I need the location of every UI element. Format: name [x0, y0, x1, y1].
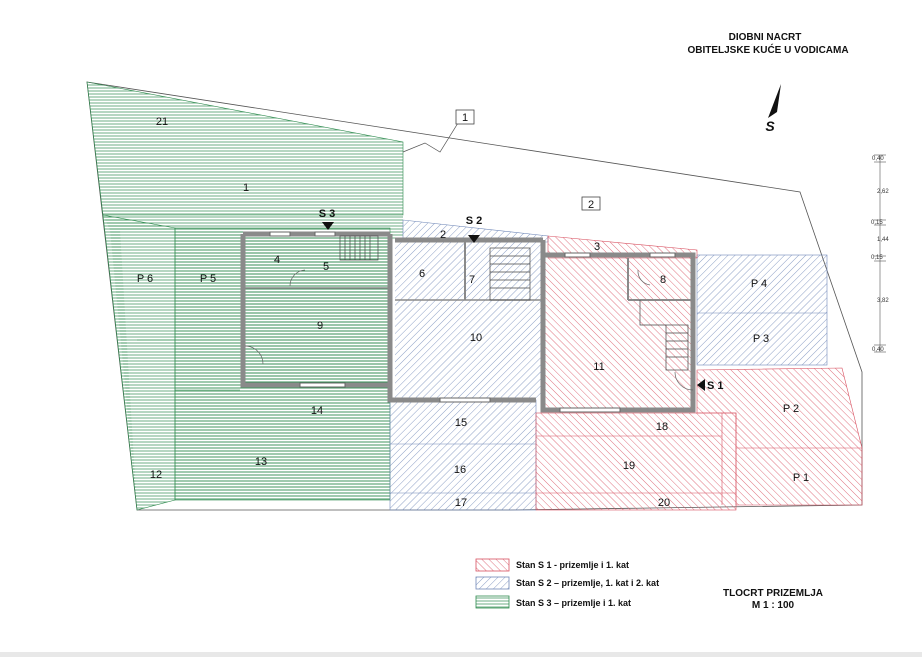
bottom-band	[0, 652, 922, 657]
room-labels: 21 1 2 2 3 4 5 6 7 8 9 10 11 14 15 18 13…	[137, 116, 809, 509]
room-label-21: 21	[156, 116, 168, 128]
unit-s2-areas	[389, 219, 828, 511]
legend-swatch-s1	[475, 558, 510, 572]
legend-label-s1: Stan S 1 - prizemlje i 1. kat	[516, 560, 629, 570]
dim-1: 0,40	[872, 156, 884, 162]
dim-5: 0,15	[871, 255, 883, 261]
room-label-6: 6	[419, 268, 425, 280]
room-label-15: 15	[455, 417, 467, 429]
entrance-s1-label: S 1	[707, 380, 724, 392]
sheet-title: TLOCRT PRIZEMLJA	[723, 588, 823, 599]
room-label-9: 9	[317, 320, 323, 332]
dim-6: 3,82	[877, 298, 889, 304]
compass-label: S	[765, 118, 775, 134]
entrance-s3-label: S 3	[319, 208, 336, 220]
parking-label-p4: P 4	[751, 278, 767, 290]
dim-4: 1,44	[877, 237, 889, 243]
room-label-18: 18	[656, 421, 668, 433]
room-label-8: 8	[660, 274, 666, 286]
s3-interior	[243, 234, 390, 384]
parking-label-p3: P 3	[753, 333, 769, 345]
title-line-2: OBITELJSKE KUĆE U VODICAMA	[687, 43, 848, 56]
room-2-box	[581, 196, 601, 211]
room-label-11: 11	[593, 361, 604, 373]
parking-label-p5: P 5	[200, 273, 216, 285]
room-label-5: 5	[323, 261, 329, 273]
room-label-16: 16	[454, 464, 466, 476]
title-line-1: DIOBNI NACRT	[729, 32, 802, 43]
room-label-4: 4	[274, 254, 280, 266]
entrance-s2-icon	[468, 235, 480, 243]
marker-box	[455, 109, 475, 125]
room-label-17: 17	[455, 497, 467, 509]
sheet-scale: M 1 : 100	[752, 600, 795, 611]
s1-interior	[543, 258, 693, 410]
legend: Stan S 1 - prizemlje i 1. kat Stan S 2 –…	[475, 558, 659, 609]
room-label-7: 7	[469, 274, 475, 286]
parking-label-p6: P 6	[137, 273, 153, 285]
room-label-10: 10	[470, 332, 482, 344]
room-label-12: 12	[150, 469, 162, 481]
room-label-19: 19	[623, 460, 635, 472]
north-arrow-icon	[768, 84, 781, 118]
dim-3: 0,15	[871, 220, 883, 226]
legend-label-s3: Stan S 3 – prizemlje i 1. kat	[516, 598, 631, 608]
room-label-2b: 2	[440, 229, 446, 241]
room-label-20: 20	[658, 497, 670, 509]
room-label-2: 2	[588, 199, 594, 211]
dim-7: 0,40	[872, 347, 884, 353]
door-swings	[244, 269, 694, 391]
legend-swatch-s3	[475, 595, 510, 609]
entrance-s2-label: S 2	[466, 215, 483, 227]
room-label-3: 3	[594, 241, 600, 253]
entrance-s1-icon	[697, 379, 705, 391]
legend-swatch-s2	[475, 576, 510, 590]
windows	[269, 231, 676, 413]
entrance-s3-icon	[322, 222, 334, 230]
dimension-chain	[874, 154, 886, 353]
legend-label-s2: Stan S 2 – prizemlje, 1. kat i 2. kat	[516, 578, 659, 588]
stairs	[339, 235, 689, 371]
parking-label-p2: P 2	[783, 403, 799, 415]
dim-2: 2,62	[877, 189, 889, 195]
marker-label: 1	[462, 112, 468, 124]
room-label-14: 14	[311, 405, 323, 417]
marker-leader	[402, 122, 459, 153]
room-label-13: 13	[255, 456, 267, 468]
s2-interior	[395, 240, 543, 400]
room-label-1: 1	[243, 182, 249, 194]
parking-label-p1: P 1	[793, 472, 809, 484]
